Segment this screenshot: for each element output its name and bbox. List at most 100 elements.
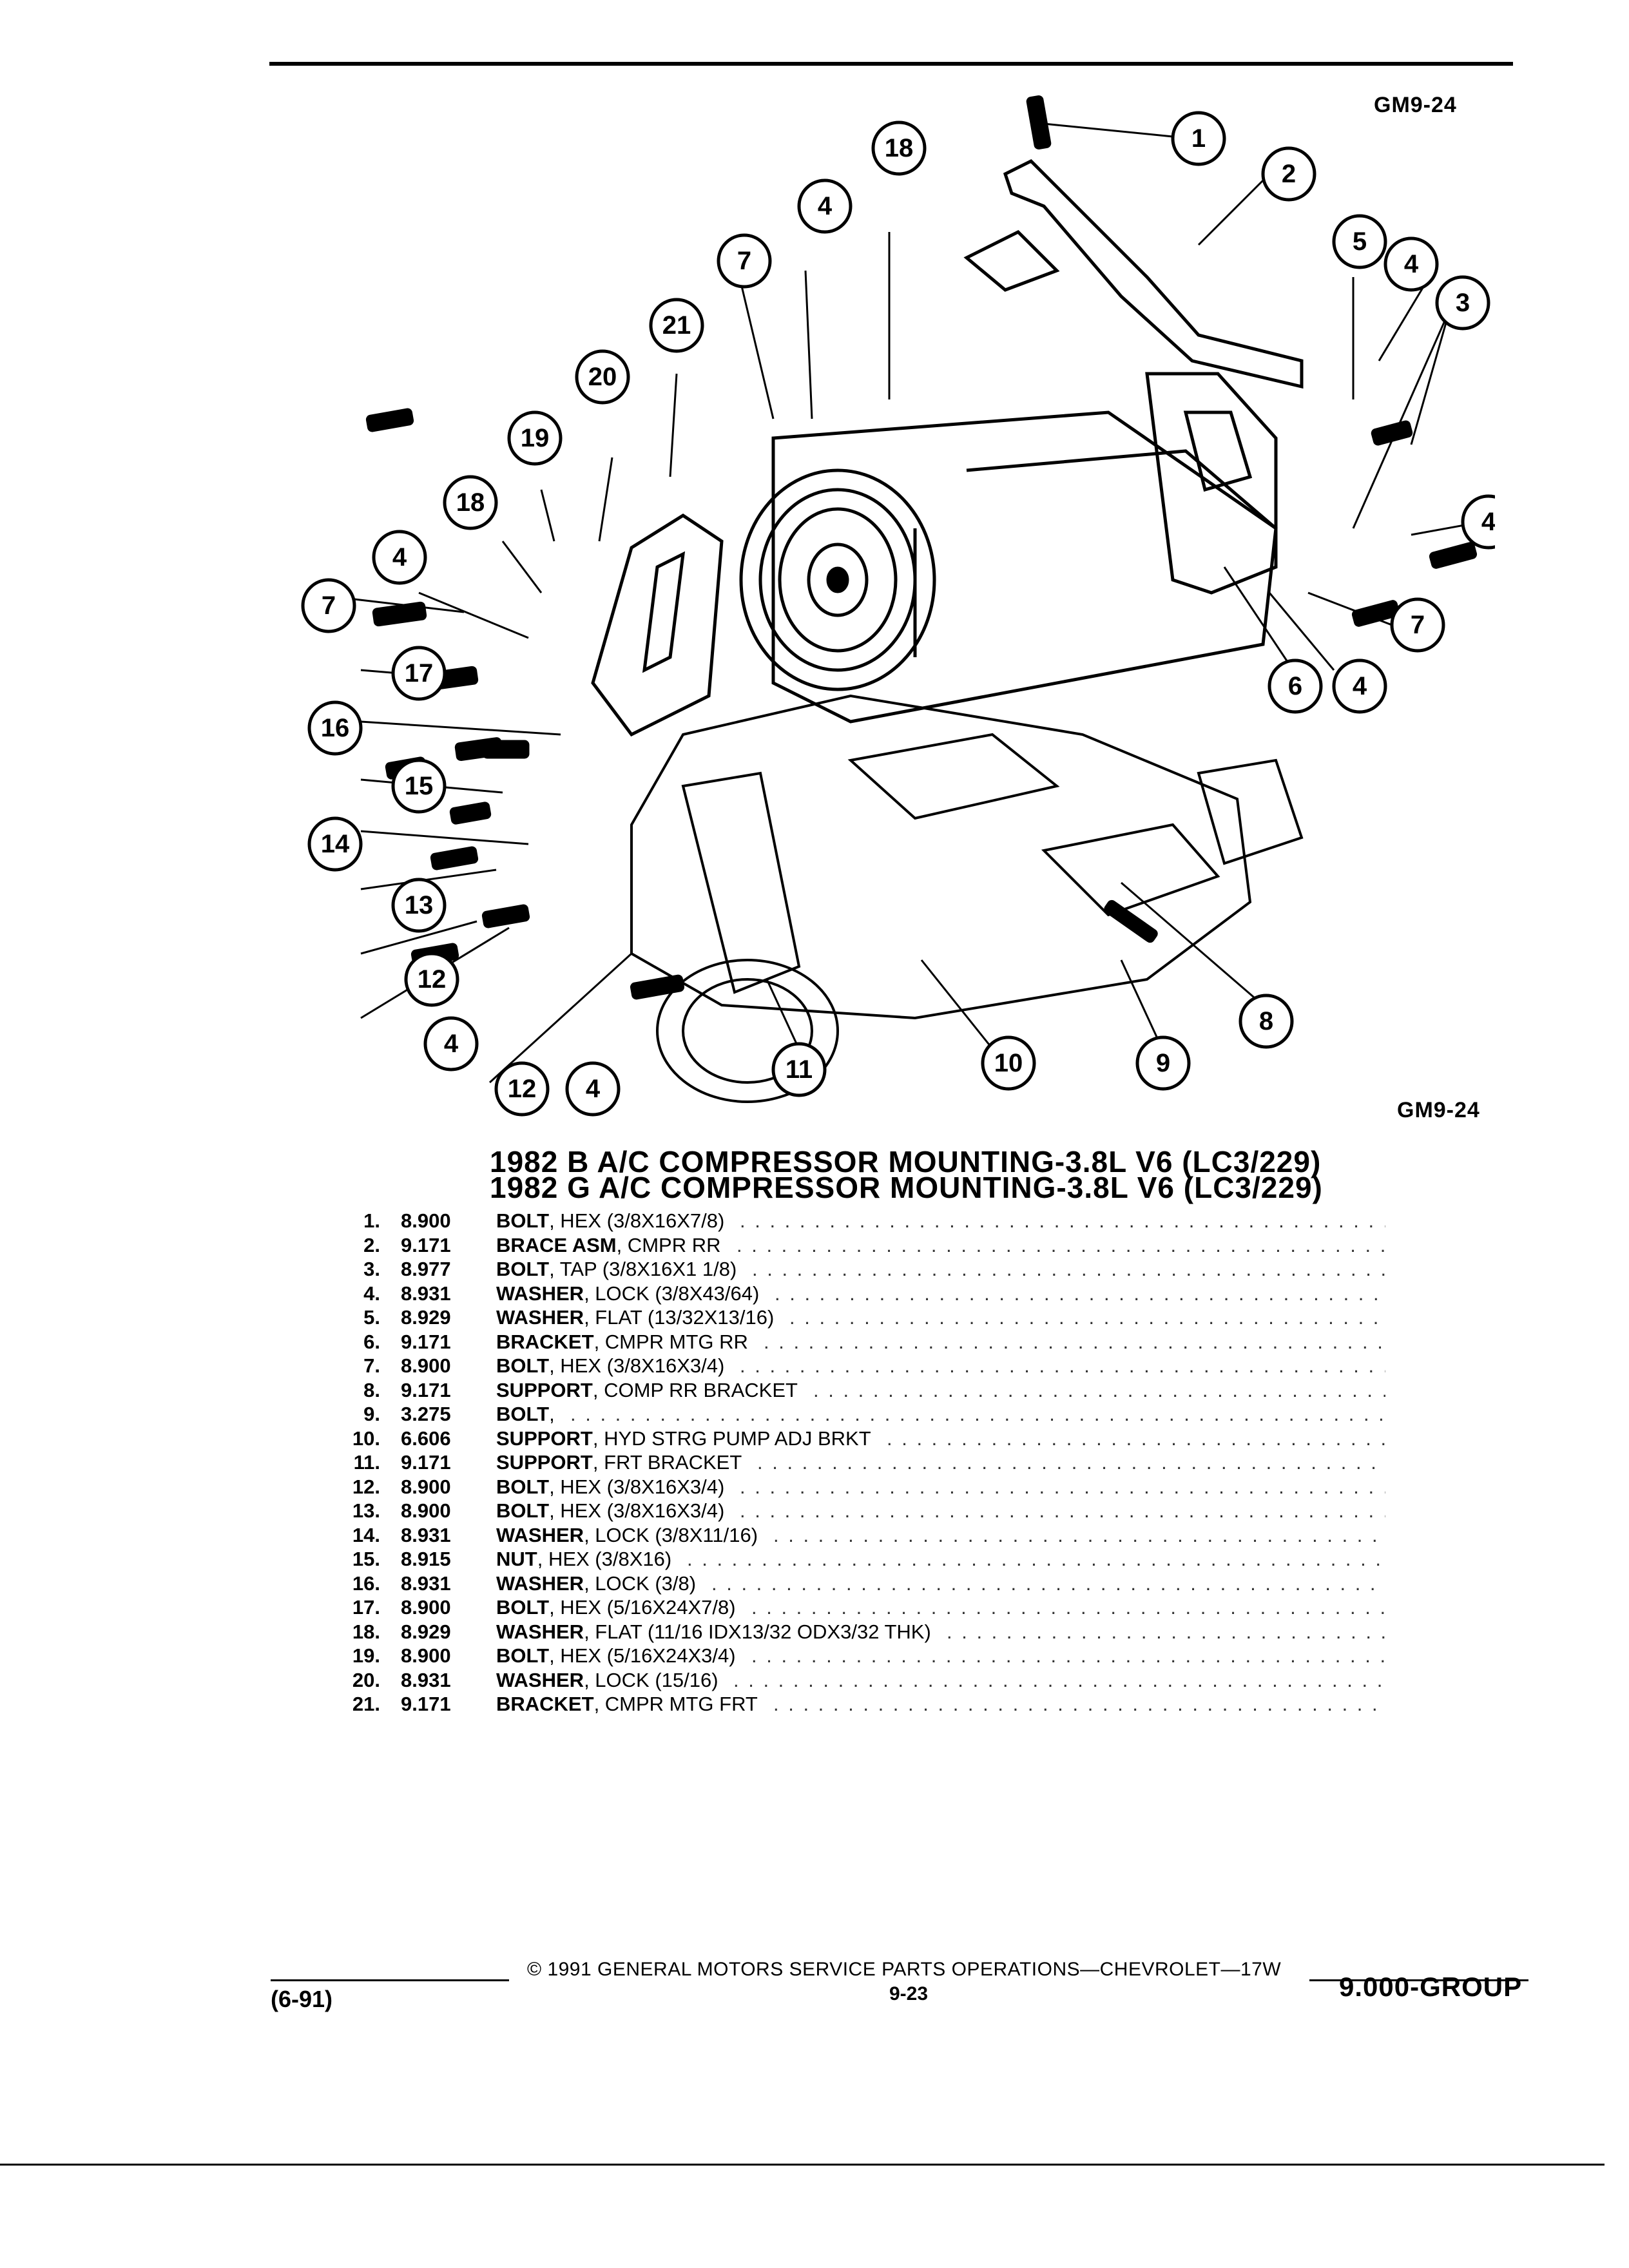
part-detail: , COMP RR BRACKET — [592, 1378, 798, 1401]
part-number: 21. — [352, 1693, 380, 1715]
part-detail: , FLAT (11/16 IDX13/32 ODX3/32 THK) — [584, 1620, 931, 1643]
callout-14: 14 — [307, 816, 363, 872]
part-description: BOLT, HEX (3/8X16X3/4). . . . . . . . . … — [496, 1354, 1385, 1378]
part-description: BRACE ASM, CMPR RR. . . . . . . . . . . … — [496, 1233, 1385, 1258]
svg-text:7: 7 — [737, 247, 751, 275]
part-description: SUPPORT, HYD STRG PUMP ADJ BRKT. . . . .… — [496, 1427, 1385, 1451]
callout-4: 4 — [1383, 236, 1439, 292]
leader-dots: . . . . . . . . . . . . . . . . . . . . … — [711, 1571, 1385, 1595]
svg-text:10: 10 — [994, 1049, 1023, 1077]
callout-20: 20 — [575, 349, 630, 405]
group-number: 8.900 — [401, 1644, 451, 1667]
part-name: WASHER — [496, 1620, 584, 1643]
callout-6: 6 — [1268, 658, 1323, 714]
revision-date: (6-91) — [271, 1986, 333, 2012]
callout-7: 7 — [301, 578, 356, 633]
part-description: BOLT, HEX (5/16X24X3/4). . . . . . . . .… — [496, 1644, 1385, 1668]
part-number: 9. — [363, 1403, 380, 1425]
svg-text:4: 4 — [1481, 508, 1495, 536]
group-number: 3.275 — [401, 1403, 451, 1425]
parts-list-row: 9. 3.275 BOLT,. . . . . . . . . . . . . . … — [342, 1402, 1385, 1427]
parts-list-row: 21. 9.171 BRACKET, CMPR MTG FRT. . . . . .… — [342, 1692, 1385, 1716]
copyright-notice: © 1991 GENERAL MOTORS SERVICE PARTS OPER… — [527, 1959, 1282, 1980]
part-detail: , FLAT (13/32X13/16) — [584, 1306, 775, 1329]
part-description: SUPPORT, FRT BRACKET. . . . . . . . . . … — [496, 1450, 1385, 1475]
svg-text:11: 11 — [786, 1055, 813, 1084]
group-number: 8.931 — [401, 1668, 451, 1691]
leader-dots: . . . . . . . . . . . . . . . . . . . . … — [773, 1693, 1385, 1715]
callout-12: 12 — [494, 1061, 550, 1117]
group-number: 8.931 — [401, 1571, 451, 1595]
group-number: 8.900 — [401, 1499, 451, 1522]
part-name: BRACKET — [496, 1330, 594, 1353]
part-name: SUPPORT — [496, 1427, 593, 1450]
footer-rule-left — [271, 1979, 509, 1981]
part-number: 5. — [363, 1306, 380, 1329]
leader-dots: . . . . . . . . . . . . . . . . . . . . … — [740, 1209, 1385, 1232]
page-number: 9-23 — [889, 1983, 929, 2004]
part-description: BRACKET, CMPR MTG FRT. . . . . . . . . .… — [496, 1692, 1385, 1716]
svg-text:7: 7 — [1411, 611, 1425, 639]
part-number: 19. — [352, 1644, 380, 1667]
title-g-body: 1982 G A/C COMPRESSOR MOUNTING-3.8L V6 (… — [490, 1171, 1323, 1204]
svg-text:5: 5 — [1353, 227, 1367, 256]
svg-text:4: 4 — [586, 1075, 601, 1103]
group-number: 8.929 — [401, 1306, 451, 1329]
svg-text:7: 7 — [322, 591, 336, 620]
svg-text:12: 12 — [508, 1075, 537, 1103]
callout-16: 16 — [307, 700, 363, 756]
group-number: 8.931 — [401, 1282, 451, 1305]
footer-rule-right — [1309, 1979, 1528, 1981]
callout-18: 18 — [443, 475, 498, 530]
front-bracket-drawing — [591, 514, 724, 737]
group-number: 9.171 — [401, 1451, 451, 1474]
callout-1: 1 — [1171, 111, 1226, 166]
part-description: WASHER, LOCK (3/8X43/64). . . . . . . . … — [496, 1282, 1385, 1306]
leader-dots: . . . . . . . . . . . . . . . . . . . . … — [570, 1403, 1385, 1425]
part-number: 13. — [352, 1499, 380, 1522]
group-number: 9.171 — [401, 1693, 451, 1715]
leader-dots: . . . . . . . . . . . . . . . . . . . . … — [687, 1548, 1385, 1570]
svg-text:4: 4 — [392, 543, 407, 572]
callout-10: 10 — [981, 1035, 1036, 1091]
svg-text:4: 4 — [1404, 250, 1419, 278]
bottom-rule — [0, 2164, 1605, 2166]
part-name: BOLT — [496, 1209, 550, 1232]
leader-dots: . . . . . . . . . . . . . . . . . . . . … — [947, 1620, 1385, 1643]
part-number: 1. — [363, 1209, 380, 1232]
part-name: BOLT — [496, 1499, 550, 1522]
svg-text:18: 18 — [456, 488, 485, 517]
part-description: BOLT, HEX (3/8X16X7/8). . . . . . . . . … — [496, 1209, 1385, 1233]
part-description: BOLT, HEX (3/8X16X3/4). . . . . . . . . … — [496, 1475, 1385, 1499]
part-description: NUT, HEX (3/8X16). . . . . . . . . . . .… — [496, 1547, 1385, 1571]
group-number: 8.900 — [401, 1475, 451, 1498]
group-number: 9.171 — [401, 1233, 451, 1256]
part-description: SUPPORT, COMP RR BRACKET . . . . . . . . … — [496, 1378, 1385, 1403]
svg-text:4: 4 — [444, 1030, 459, 1058]
svg-text:14: 14 — [321, 830, 350, 858]
part-number: 18. — [352, 1620, 380, 1643]
title-b-body: 1982 B A/C COMPRESSOR MOUNTING-3.8L V6 (… — [490, 1145, 1322, 1178]
part-name: WASHER — [496, 1523, 584, 1546]
part-name: BOLT — [496, 1354, 550, 1377]
svg-text:9: 9 — [1156, 1049, 1170, 1077]
figure-code-bottom: GM9-24 — [1397, 1098, 1480, 1122]
callout-5: 5 — [1332, 214, 1387, 269]
part-description: BOLT, HEX (3/8X16X3/4). . . . . . . . . … — [496, 1499, 1385, 1523]
svg-text:19: 19 — [521, 424, 550, 452]
part-description: BOLT,. . . . . . . . . . . . . . . . . .… — [496, 1402, 1385, 1427]
leader-dots: . . . . . . . . . . . . . . . . . . . . … — [813, 1378, 1385, 1401]
part-name: SUPPORT — [496, 1378, 593, 1401]
part-detail: , HEX (5/16X24X7/8) — [549, 1596, 736, 1619]
